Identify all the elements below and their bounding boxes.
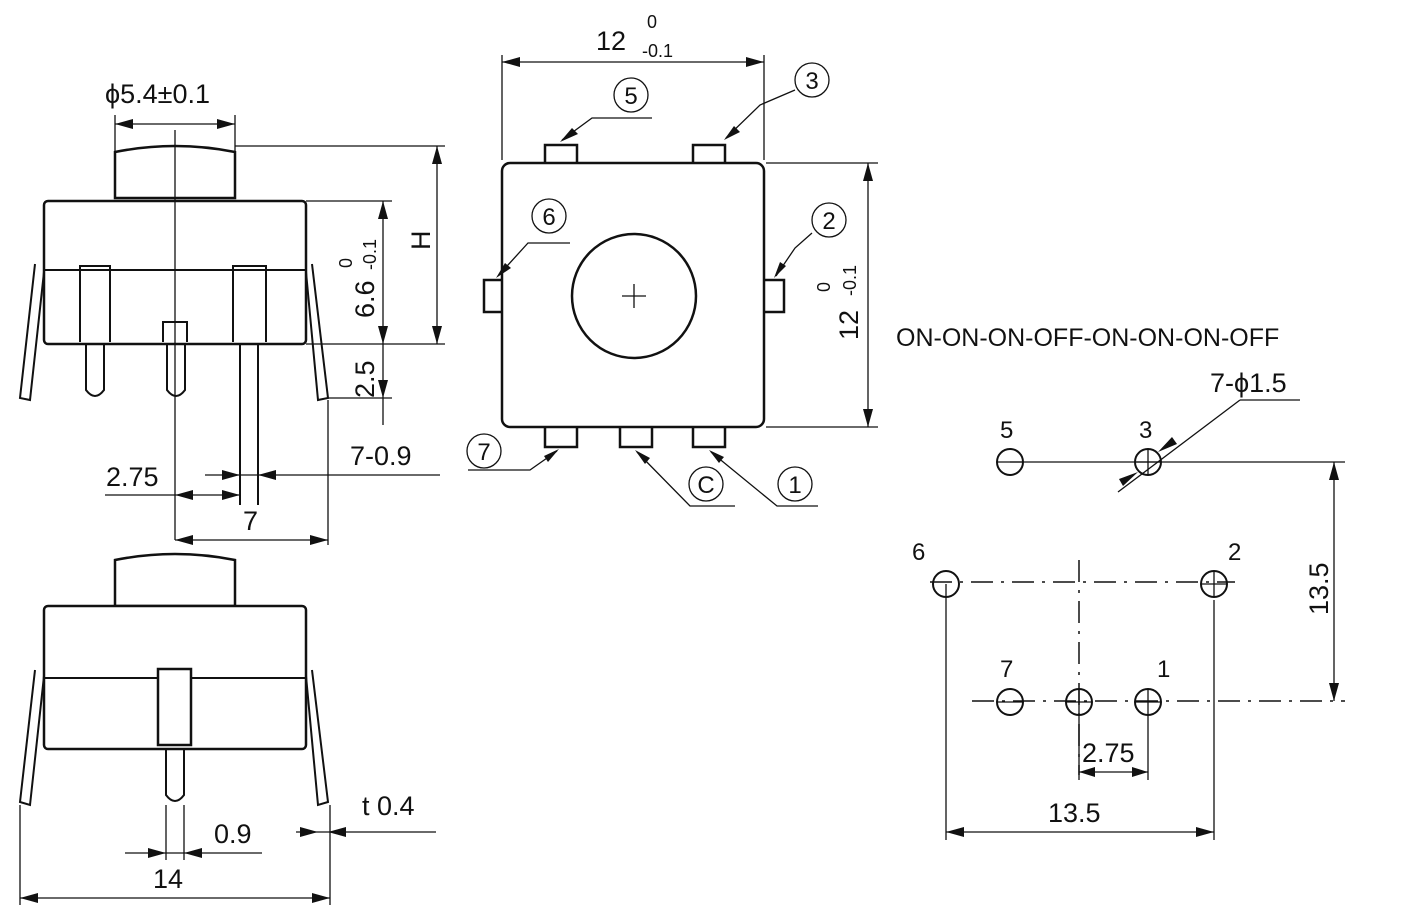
top-actuator xyxy=(570,232,698,360)
front-span-label: 7 xyxy=(243,506,258,536)
top-view: 12 0 -0.1 12 0 -0.1 5 3 6 xyxy=(466,12,878,507)
hole-number-1: 1 xyxy=(1157,656,1170,683)
top-housing xyxy=(500,161,766,429)
front-dia-label: ϕ5.4±0.1 xyxy=(105,79,210,109)
side-bracket-right xyxy=(305,669,330,807)
callout-1: 1 xyxy=(709,450,818,507)
svg-text:7: 7 xyxy=(477,439,490,466)
callout-5: 5 xyxy=(560,77,652,142)
hole-number-3: 3 xyxy=(1139,417,1152,444)
callout-3: 3 xyxy=(724,62,830,140)
top-height-label: 12 xyxy=(834,310,864,340)
front-pin-frame-left xyxy=(79,265,111,342)
svg-text:3: 3 xyxy=(805,68,818,95)
side-view: t 0.4 0.9 14 xyxy=(18,552,436,905)
front-h66-label: 6.6 xyxy=(350,280,380,318)
hole-5 xyxy=(996,448,1024,476)
front-h25-label: 2.5 xyxy=(350,360,380,398)
front-h-label: H xyxy=(406,231,436,251)
hole-6 xyxy=(932,570,960,598)
front-pitch-label: 2.75 xyxy=(106,462,159,492)
hole-number-5: 5 xyxy=(1000,417,1013,444)
side-09-label: 0.9 xyxy=(214,819,252,849)
top-pin-1 xyxy=(691,423,727,449)
front-pin-frame-right xyxy=(232,265,267,342)
callout-6: 6 xyxy=(496,198,570,278)
top-pin-2 xyxy=(760,278,786,314)
front-pin-mid xyxy=(166,344,186,397)
hole-number-6: 6 xyxy=(912,539,925,566)
top-pin-7 xyxy=(543,423,579,449)
front-h66-lower: -0.1 xyxy=(360,239,380,270)
hole-1 xyxy=(1134,688,1162,716)
pcb-footprint: ON-ON-ON-OFF-ON-ON-ON-OFF 5 3 6 2 7 1 7-… xyxy=(896,324,1345,840)
svg-text:6: 6 xyxy=(542,204,555,231)
front-pin-label: 7-0.9 xyxy=(350,441,412,471)
side-pin-frame xyxy=(156,667,193,747)
callout-2: 2 xyxy=(774,202,847,278)
front-bracket-left xyxy=(18,263,45,402)
sequence-label: ON-ON-ON-OFF-ON-ON-ON-OFF xyxy=(896,324,1279,352)
side-actuator xyxy=(113,552,237,608)
svg-text:5: 5 xyxy=(624,83,637,110)
top-height-lower: -0.1 xyxy=(840,265,860,296)
top-height-upper: 0 xyxy=(814,282,834,292)
front-h66-upper: 0 xyxy=(336,258,356,268)
hole-number-7: 7 xyxy=(1000,656,1013,683)
side-t-label: t 0.4 xyxy=(362,791,415,821)
side-bracket-left xyxy=(18,669,45,807)
top-pin-c xyxy=(618,423,654,449)
vspan-label: 13.5 xyxy=(1304,562,1334,615)
top-width-upper: 0 xyxy=(647,12,657,32)
hole-2 xyxy=(1200,570,1228,598)
hole-c xyxy=(1065,688,1093,716)
svg-text:1: 1 xyxy=(788,472,801,499)
side-14-label: 14 xyxy=(153,864,183,894)
svg-text:C: C xyxy=(697,472,714,499)
side-pin xyxy=(165,749,185,802)
hole-7 xyxy=(996,688,1024,716)
hole-size-label: 7-ϕ1.5 xyxy=(1210,368,1287,398)
front-view: ϕ5.4±0.1 H 6.6 0 -0.1 2.5 7-0.9 2.75 xyxy=(18,79,445,545)
front-pin-left xyxy=(85,344,105,397)
pitch-label: 2.75 xyxy=(1082,738,1135,768)
hole-number-2: 2 xyxy=(1228,539,1241,566)
top-width-label: 12 xyxy=(596,26,626,56)
front-bracket-right xyxy=(305,263,330,402)
top-width-lower: -0.1 xyxy=(642,41,673,61)
hspan-label: 13.5 xyxy=(1048,798,1101,828)
callout-c: C xyxy=(635,450,735,507)
svg-text:2: 2 xyxy=(822,208,835,235)
callout-7: 7 xyxy=(466,433,559,471)
